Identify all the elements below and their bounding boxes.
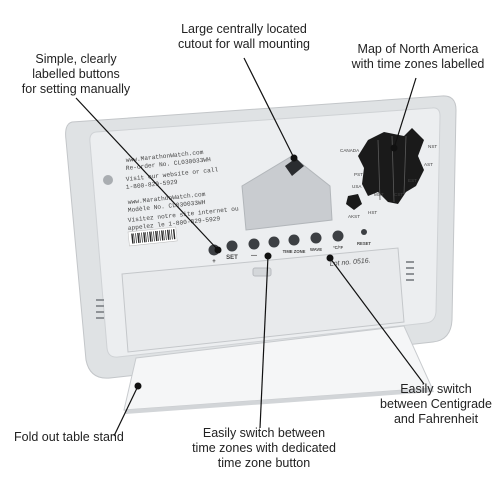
callout-stand-line-1: Fold out table stand	[14, 430, 124, 444]
barcode-bar	[147, 231, 149, 242]
map-label: CST	[394, 192, 403, 197]
blank-button-icon	[268, 236, 280, 248]
map-label: HST	[368, 210, 377, 215]
barcode-bar	[135, 233, 137, 244]
callout-dot-cutout	[290, 154, 298, 162]
map-label: MST	[374, 192, 384, 197]
right-vents	[406, 261, 414, 281]
barcode-bar	[161, 230, 164, 241]
map-label: USA	[352, 184, 362, 189]
barcode-bar	[170, 229, 173, 240]
callout-timezone-line-1: Easily switch between	[202, 426, 326, 440]
callout-dot-temperature	[326, 254, 334, 262]
map-label: PST	[354, 172, 363, 177]
callout-cutout-line-2: cutout for wall mounting	[177, 37, 310, 51]
callout-temperature-line-3: and Fahrenheit	[393, 412, 479, 426]
battery-latch	[252, 267, 272, 277]
callout-stand: Fold out table stand	[14, 430, 134, 445]
device-button-label: —	[251, 253, 257, 259]
map-label: AST	[424, 162, 433, 167]
callout-dot-timezone	[264, 252, 272, 260]
barcode-bar	[163, 230, 165, 241]
callout-buttons-line-3: for setting manually	[21, 82, 131, 96]
callout-map: Map of North America with time zones lab…	[338, 42, 498, 72]
callout-cutout-line-1: Large centrally located	[181, 22, 307, 36]
device-button-label: +	[212, 259, 216, 265]
barcode-bar	[159, 230, 161, 241]
callout-map-line-1: Map of North America	[357, 42, 479, 56]
battery-compartment	[121, 247, 405, 353]
barcode-bar	[131, 233, 134, 244]
temperature-unit-button-icon	[332, 230, 344, 242]
callout-dot-map	[390, 144, 398, 152]
alaska-map	[346, 194, 362, 210]
barcode	[127, 226, 178, 247]
device-button-label: WAVE	[310, 247, 322, 252]
callout-dot-buttons	[214, 246, 222, 254]
barcode-bar	[145, 232, 147, 243]
barcode-bar	[141, 232, 143, 243]
barcode-bar	[153, 231, 155, 242]
wall-mount-hole	[285, 158, 304, 176]
device-button-label: RESET	[357, 241, 371, 246]
device-button-label: SET	[226, 255, 238, 261]
north-america-map	[358, 128, 424, 204]
barcode-bar	[168, 229, 171, 240]
screw-left	[103, 175, 113, 185]
barcode-bar	[149, 231, 152, 242]
map-label: NST	[428, 144, 437, 149]
barcode-bar	[155, 231, 158, 242]
device-button-label: °C/°F	[333, 245, 344, 250]
map-labels: CANADA NST AST EST CST MST PST USA AKST HST	[340, 144, 437, 219]
device-button-label: TIME ZONE	[283, 249, 306, 254]
callout-buttons: Simple, clearly labelled buttons for set…	[6, 52, 146, 97]
callout-temperature-line-2: between Centigrade	[380, 397, 492, 411]
callout-temperature: Easily switch between Centigrade and Fah…	[374, 382, 498, 427]
stand-shadow	[124, 388, 434, 414]
barcode-bar	[133, 233, 135, 244]
callout-timezone-line-3: time zone button	[217, 456, 311, 470]
callout-dot-stand	[134, 382, 142, 390]
reset-button-icon	[361, 229, 367, 235]
wall-mount-cutout	[241, 155, 333, 231]
callout-timezone-line-2: time zones with dedicated	[192, 441, 336, 455]
callout-temperature-line-1: Easily switch	[400, 382, 472, 396]
set-button-icon	[226, 240, 238, 252]
barcode-bar	[166, 229, 170, 240]
minus-button-icon	[248, 238, 260, 250]
barcode-bar	[139, 232, 141, 243]
callout-buttons-line-1: Simple, clearly	[35, 52, 117, 66]
wave-button-icon	[310, 232, 322, 244]
callout-lines	[75, 57, 425, 437]
map-label: EST	[408, 178, 417, 183]
barcode-bar	[157, 230, 159, 241]
barcode-bar	[137, 232, 140, 243]
left-vents	[96, 299, 104, 319]
map-label: CANADA	[340, 148, 360, 153]
time-zone-button-icon	[288, 234, 300, 246]
callout-buttons-line-2: labelled buttons	[32, 67, 120, 81]
lot-number: Lot no. 0516.	[330, 257, 371, 268]
barcode-bar	[172, 229, 176, 240]
button-row: + SET — TIME ZONE WAVE °C/°F RESET	[208, 229, 371, 265]
map-label: AKST	[348, 214, 360, 219]
barcode-bar	[165, 230, 167, 241]
callout-cutout: Large centrally located cutout for wall …	[164, 22, 324, 52]
callout-map-line-2: with time zones labelled	[351, 57, 485, 71]
callout-timezone: Easily switch between time zones with de…	[184, 426, 344, 471]
barcode-bar	[143, 232, 146, 243]
barcode-bar	[151, 231, 153, 242]
